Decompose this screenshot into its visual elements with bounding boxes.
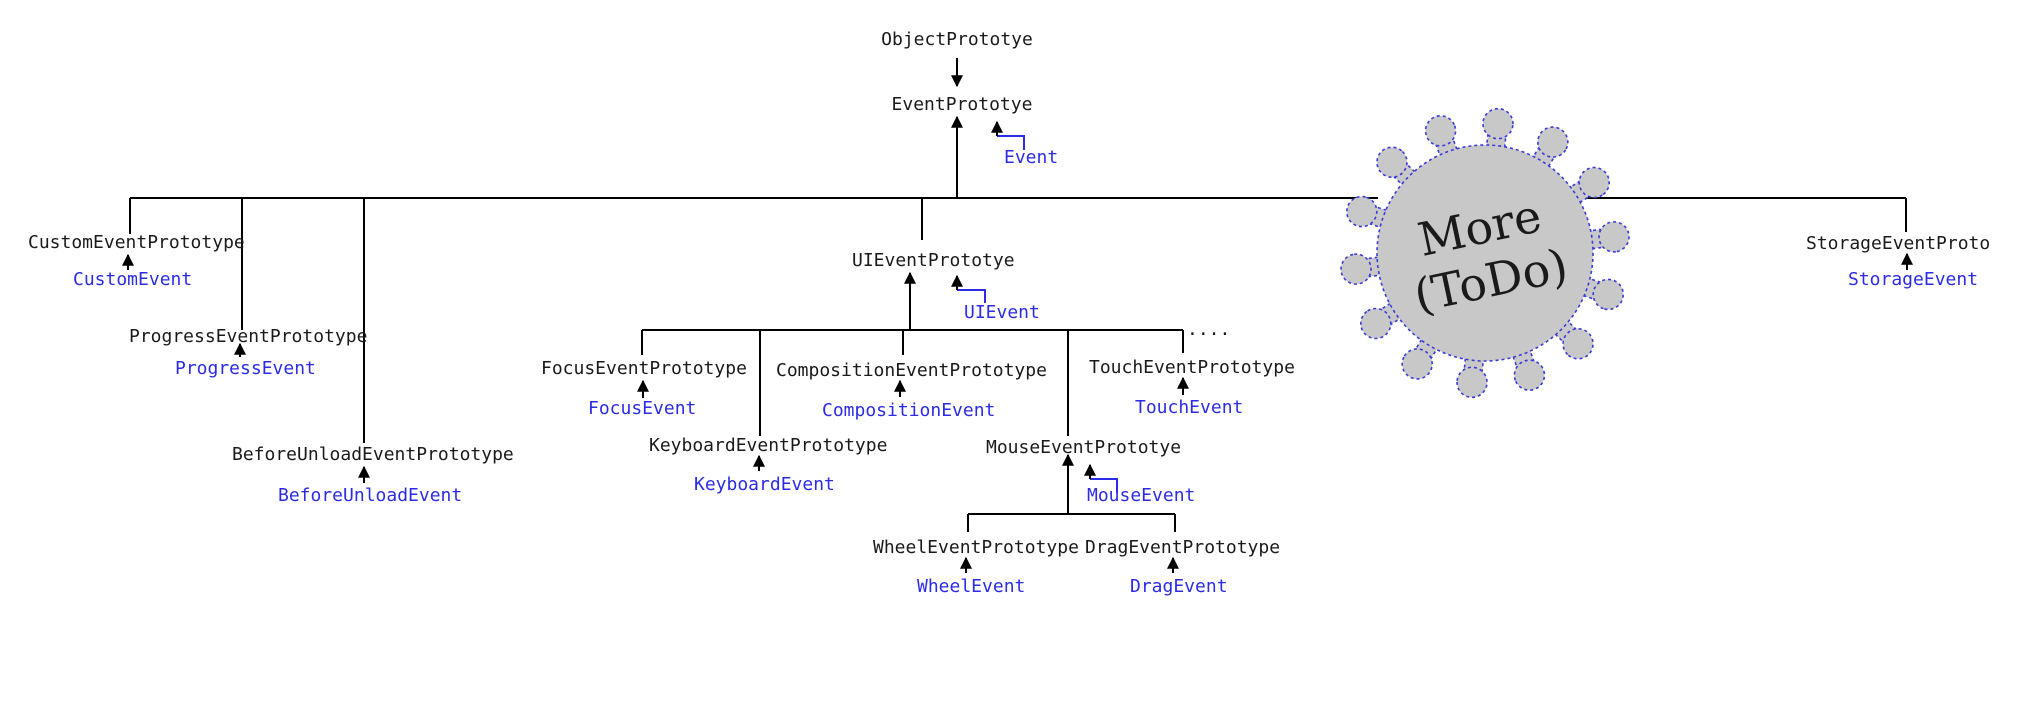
wheel-event-constructor-label: WheelEvent [917,576,1025,597]
storage-event-prototype-label: StorageEventProto [1806,233,1990,254]
drag-event-prototype-label: DragEventPrototype [1085,537,1280,558]
focus-event-constructor-label: FocusEvent [588,398,696,419]
touch-event-prototype-label: TouchEventPrototype [1089,357,1295,378]
keyboard-event-prototype-label: KeyboardEventPrototype [649,435,887,456]
event-ctor-bracket [997,135,1025,150]
virus-spike-bulb [1456,366,1488,399]
composition-event-prototype-label: CompositionEventPrototype [776,360,1047,381]
composition-event-constructor-label: CompositionEvent [822,400,995,421]
virus-spike-bulb [1562,327,1594,360]
before-unload-event-constructor-label: BeforeUnloadEvent [278,485,462,506]
progress-event-prototype-label: ProgressEventPrototype [129,326,367,347]
prototype-labels: ObjectPrototye EventPrototye CustomEvent… [28,29,1990,558]
ui-ctor-bracket [957,289,986,303]
custom-event-constructor-label: CustomEvent [73,269,192,290]
event-prototype-label: EventPrototye [892,94,1033,115]
connector-lines [129,58,1907,532]
object-prototype-label: ObjectPrototye [881,29,1033,50]
virus-spike-bulb [1592,278,1625,311]
virus-spike-bulb [1340,253,1372,285]
touch-event-constructor-label: TouchEvent [1135,397,1243,418]
virus-spike-bulb [1537,126,1569,158]
mouse-event-prototype-label: MouseEventPrototye [986,437,1181,458]
before-unload-event-prototype-label: BeforeUnloadEventPrototype [232,444,514,465]
wheel-event-prototype-label: WheelEventPrototype [873,537,1079,558]
virus-spike-bulb [1401,348,1433,380]
progress-event-constructor-label: ProgressEvent [175,358,316,379]
constructor-labels: Event CustomEvent ProgressEvent BeforeUn… [73,147,1978,597]
ui-event-prototype-label: UIEventPrototye [852,250,1015,271]
drag-event-constructor-label: DragEvent [1130,576,1228,597]
virus-spike-bulb [1376,146,1408,179]
virus-more-todo: More (ToDo) [1340,107,1630,399]
event-constructor-label: Event [1004,147,1058,168]
more-ellipsis: .... [1187,319,1230,340]
virus-spike-bulb [1598,221,1630,253]
storage-event-constructor-label: StorageEvent [1848,269,1978,290]
virus-spike-bulb [1345,195,1378,228]
virus-spike-bulb [1424,115,1457,147]
focus-event-prototype-label: FocusEventPrototype [541,358,747,379]
constructor-arrows [122,120,1913,573]
mouse-event-constructor-label: MouseEvent [1087,485,1195,506]
virus-spike-bulb [1482,107,1514,140]
ui-event-constructor-label: UIEvent [964,302,1040,323]
virus-spike-bulb [1513,359,1546,391]
keyboard-event-constructor-label: KeyboardEvent [694,474,835,495]
custom-event-prototype-label: CustomEventPrototype [28,232,245,253]
mouse-ctor-bracket [1090,478,1118,493]
virus-body-cover [1383,151,1587,355]
